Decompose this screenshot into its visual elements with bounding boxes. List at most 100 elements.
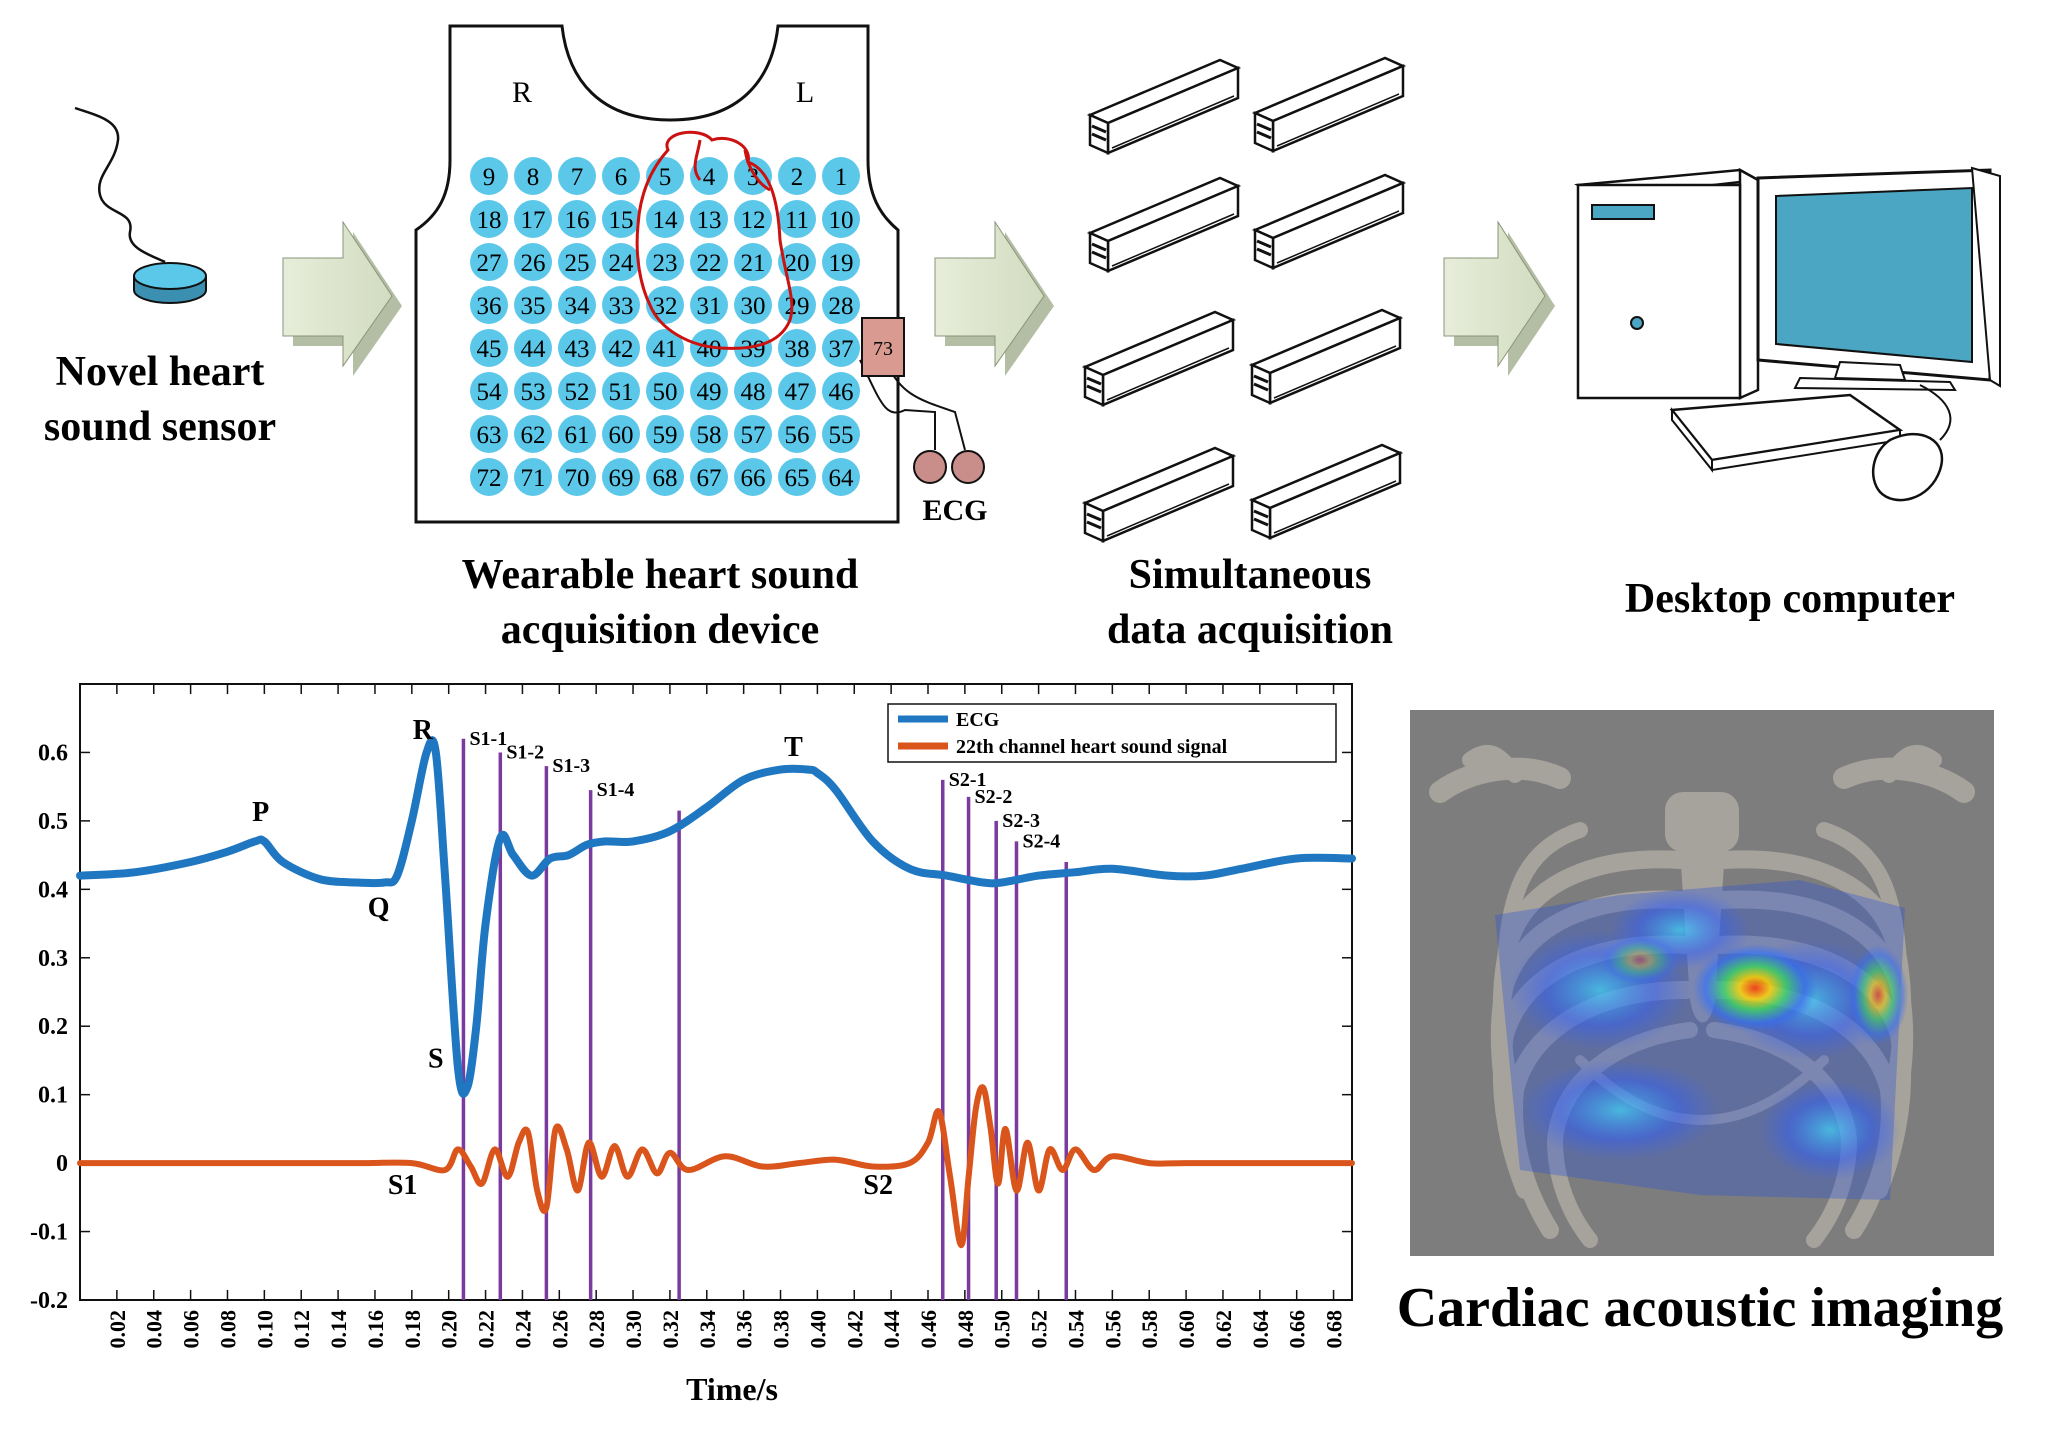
x-axis-label: Time/s	[686, 1371, 778, 1407]
sensor-node: 43	[558, 329, 596, 367]
waveform-annotation: P	[252, 797, 269, 828]
sensor-node-circle	[470, 458, 508, 496]
sensor-node-circle	[646, 329, 684, 367]
sensor-node-number: 34	[565, 293, 591, 320]
x-tick-label: 0.12	[289, 1310, 314, 1349]
waveform-annotation: Q	[368, 893, 390, 924]
y-tick-label: 0.1	[38, 1083, 68, 1109]
sensor-node-circle	[734, 286, 772, 324]
sensor-node-number: 1	[835, 164, 848, 191]
sensor-node-number: 15	[609, 207, 634, 234]
waveform-annotation: S1	[388, 1170, 418, 1201]
sensor-node-circle	[602, 200, 640, 238]
y-tick-label: -0.1	[30, 1220, 68, 1246]
sensor-node-circle	[778, 415, 816, 453]
sensor-node: 56	[778, 415, 816, 453]
desktop-computer-icon	[1574, 166, 2001, 502]
ecg-label: ECG	[922, 494, 987, 527]
imaging-label-text: Cardiac acoustic imaging	[1396, 1277, 2004, 1339]
x-tick-label: 0.10	[252, 1310, 277, 1349]
computer-label-line-1: Desktop computer	[1624, 576, 1956, 622]
chart-legend: ECG 22th channel heart sound signal	[887, 703, 1337, 763]
x-tick-label: 0.04	[142, 1310, 167, 1349]
chart-series	[76, 736, 1356, 1249]
sensor-node: 67	[690, 458, 728, 496]
sensor-node-number: 55	[829, 422, 854, 449]
sensor-node: 42	[602, 329, 640, 367]
sensor-node-number: 50	[653, 379, 678, 406]
vest-side-right: R	[512, 76, 532, 109]
sensor-node-circle	[558, 157, 596, 195]
time-marker-label: S1-2	[506, 741, 544, 763]
sensor-node-circle	[514, 200, 552, 238]
sensor-node-number: 54	[477, 379, 503, 406]
daq-label-line-1: Simultaneous	[1128, 552, 1372, 598]
daq-label: Simultaneous data acquisition	[1050, 548, 1450, 657]
sensor-node-circle	[470, 286, 508, 324]
sensor-node-circle	[602, 286, 640, 324]
sensor-node-number: 63	[477, 422, 502, 449]
x-tick-label: 0.56	[1100, 1310, 1125, 1349]
daq-units	[1081, 56, 1407, 543]
ecg-electrode-icon	[951, 450, 985, 484]
sensor-node-number: 70	[565, 465, 590, 492]
sensor-node-circle	[778, 157, 816, 195]
x-tick-label: 0.54	[1063, 1310, 1088, 1349]
sensor-node-number: 46	[829, 379, 854, 406]
sensor-node: 22	[690, 243, 728, 281]
sensor-node-circle	[470, 157, 508, 195]
sensor-node-number: 23	[653, 250, 678, 277]
sensor-node-number: 37	[829, 336, 854, 363]
sensor-node-number: 68	[653, 465, 678, 492]
sensor-node: 33	[602, 286, 640, 324]
x-tick-label: 0.28	[584, 1310, 609, 1349]
sensor-node-circle	[514, 458, 552, 496]
sensor-node-number: 58	[697, 422, 722, 449]
sensor-node: 13	[690, 200, 728, 238]
flow-arrow-1-icon	[282, 220, 402, 376]
daq-unit-icon	[1081, 446, 1237, 543]
sensor-node: 64	[822, 458, 860, 496]
sensor-node-number: 28	[829, 293, 854, 320]
daq-unit-icon	[1081, 310, 1237, 407]
sensor-node: 18	[470, 200, 508, 238]
legend-item-ecg: ECG	[956, 709, 1000, 731]
sensor-node-circle	[646, 200, 684, 238]
ecg-channel-number: 73	[873, 338, 893, 360]
sensor-node: 55	[822, 415, 860, 453]
vest-label: Wearable heart sound acquisition device	[380, 548, 940, 657]
sensor-node: 60	[602, 415, 640, 453]
sensor-node: 36	[470, 286, 508, 324]
y-tick-label: 0.2	[38, 1014, 68, 1040]
sensor-node-circle	[514, 329, 552, 367]
x-tick-label: 0.52	[1027, 1310, 1052, 1349]
sensor-node: 24	[602, 243, 640, 281]
ecg-series-line	[76, 736, 1356, 1098]
sensor-node-number: 53	[521, 379, 546, 406]
x-tick-label: 0.06	[179, 1310, 204, 1349]
sensor-node-circle	[734, 243, 772, 281]
y-tick-label: 0.5	[38, 809, 68, 835]
sensor-node-circle	[690, 286, 728, 324]
sensor-node-circle	[822, 157, 860, 195]
sensor-node: 23	[646, 243, 684, 281]
heart-sound-series-line	[77, 1084, 1355, 1249]
sensor-node: 57	[734, 415, 772, 453]
sensor-node: 15	[602, 200, 640, 238]
cardiac-acoustic-image	[1410, 710, 1994, 1256]
sensor-node-circle	[514, 286, 552, 324]
sensor-node: 10	[822, 200, 860, 238]
x-tick-label: 0.14	[326, 1310, 351, 1349]
sensor-node-circle	[558, 243, 596, 281]
waveform-annotation: S	[428, 1043, 444, 1074]
x-tick-label: 0.40	[805, 1310, 830, 1349]
y-tick-label: 0	[56, 1151, 68, 1177]
sensor-node-circle	[602, 243, 640, 281]
sensor-node-number: 7	[571, 164, 584, 191]
sensor-node-number: 6	[615, 164, 628, 191]
sensor-node: 8	[514, 157, 552, 195]
sensor-label-line-2: sound sensor	[43, 403, 277, 450]
sensor-node-number: 13	[697, 207, 722, 234]
sensor-node: 52	[558, 372, 596, 410]
